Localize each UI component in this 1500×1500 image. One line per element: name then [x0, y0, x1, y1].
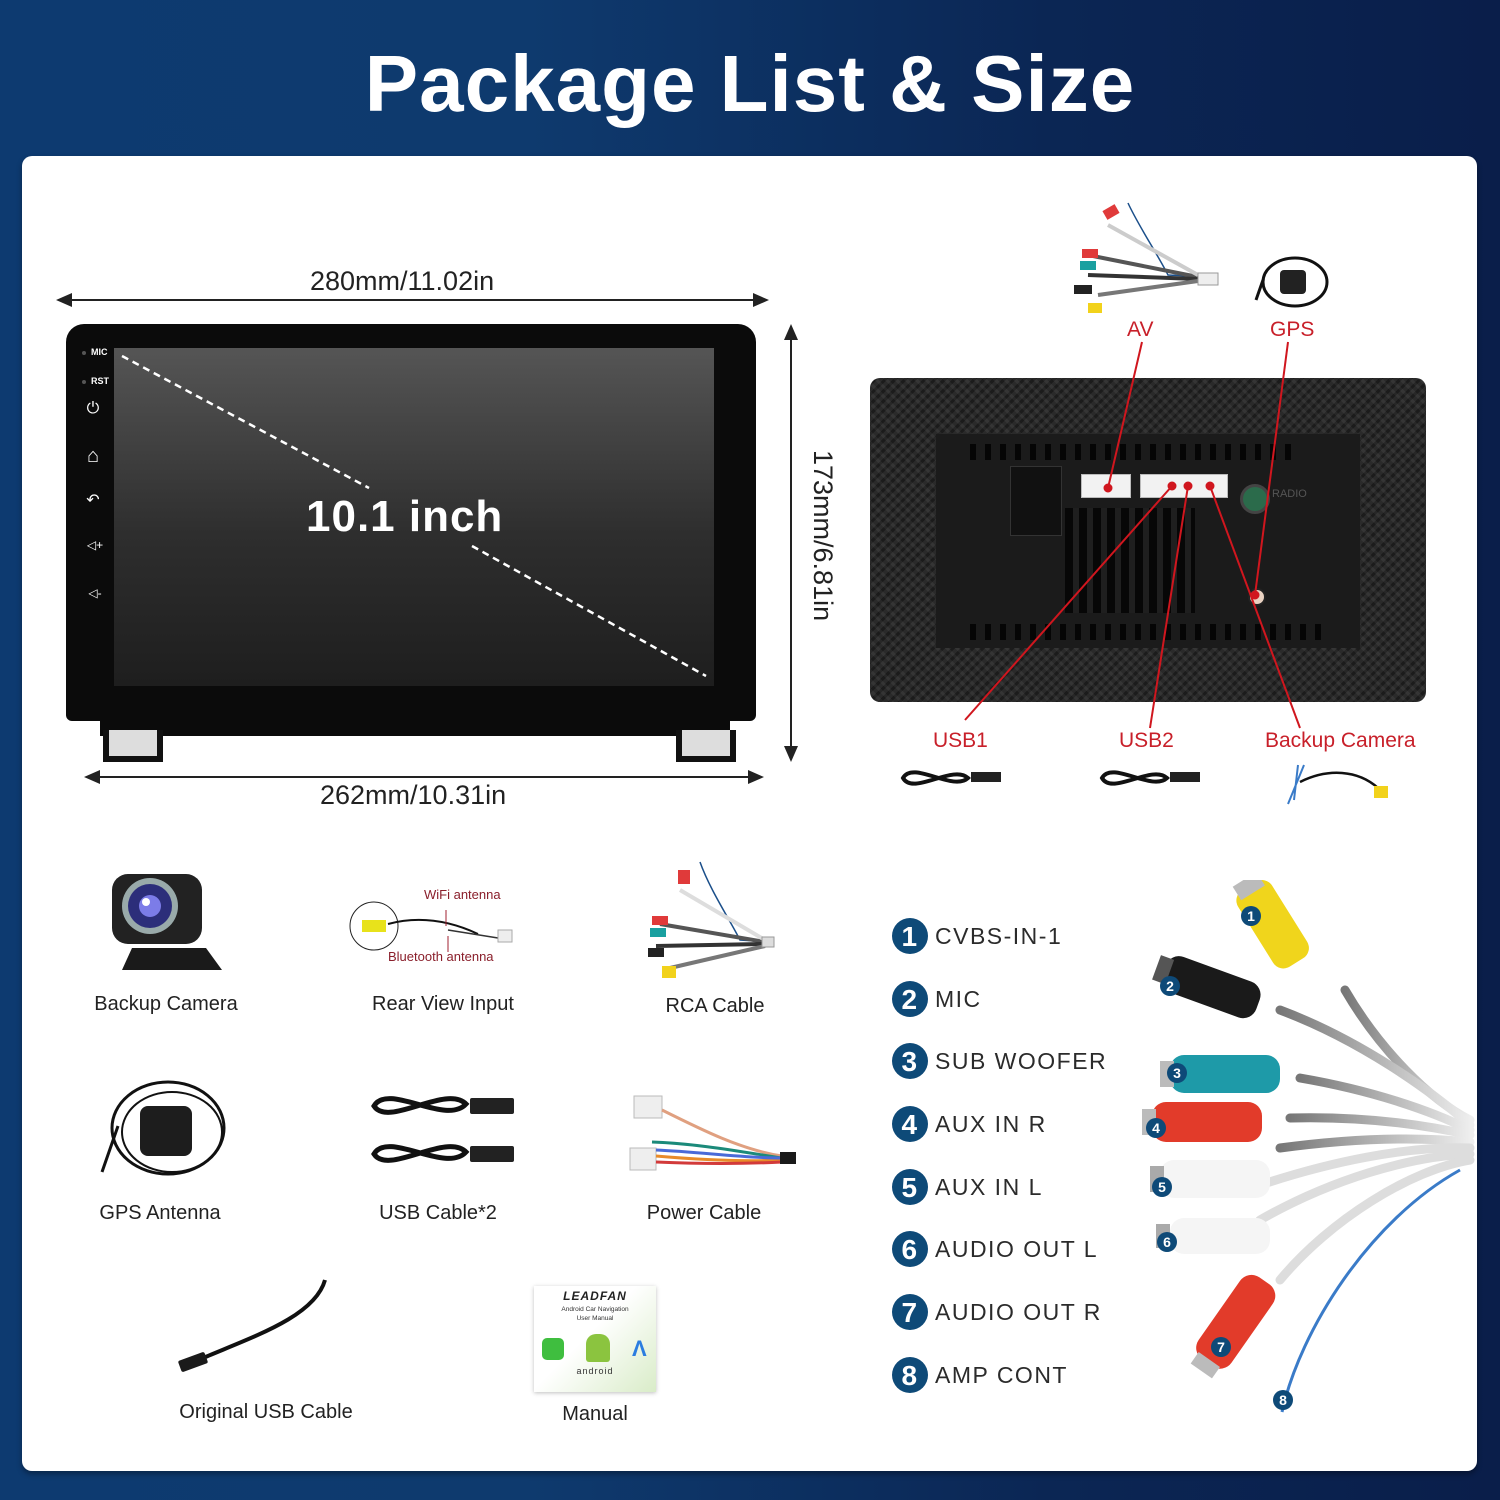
pinout-label: AUDIO OUT R — [935, 1298, 1102, 1325]
pinout-label: AUDIO OUT L — [935, 1235, 1099, 1262]
number-badge: 1 — [892, 918, 928, 954]
number-badge: 6 — [892, 1231, 928, 1267]
android-auto-icon: Λ — [632, 1336, 647, 1361]
pinout-row: 1 CVBS-IN-1 — [892, 918, 1062, 954]
mount-bracket — [100, 718, 730, 736]
top-width-label: 280mm/11.02in — [310, 266, 495, 296]
vent-top — [970, 444, 1300, 460]
usb-cables-image — [371, 1096, 514, 1163]
pinout-row: 3 SUB WOOFER — [892, 1043, 1107, 1079]
item-label: GPS Antenna — [99, 1202, 221, 1224]
item-label: Manual — [562, 1403, 628, 1425]
connector-badge-3: 3 — [1167, 1063, 1187, 1083]
mount-foot-right — [676, 730, 736, 762]
number-badge: 3 — [892, 1043, 928, 1079]
gps-antenna-image — [100, 1080, 226, 1176]
pinout-label: CVBS-IN-1 — [935, 922, 1063, 949]
home-icon[interactable]: ⌂ — [86, 445, 100, 467]
pinout-row: 4 AUX IN R — [892, 1106, 1047, 1142]
connector-badge-6: 6 — [1157, 1232, 1177, 1252]
volume-down-icon[interactable]: ◁- — [88, 586, 102, 600]
android-wordmark: android — [576, 1366, 614, 1376]
head-unit-front: 10.1 inch MIC RST ⏻ ⌂ ↶ ◁+ ◁- — [66, 324, 756, 721]
callout-backup-camera: Backup Camera — [1265, 729, 1416, 752]
item-label: USB Cable*2 — [379, 1202, 497, 1224]
number-badge: 7 — [892, 1294, 928, 1330]
iso-connector — [1010, 466, 1062, 536]
pinout-row: 8 AMP CONT — [892, 1357, 1068, 1393]
number-badge: 8 — [892, 1357, 928, 1393]
bluetooth-antenna-label: Bluetooth antenna — [388, 949, 494, 964]
callout-usb2: USB2 — [1119, 729, 1174, 752]
item-label: Power Cable — [646, 1202, 762, 1224]
mic-hole — [82, 351, 86, 355]
pinout-row: 2 MIC — [892, 981, 982, 1017]
reset-hole[interactable] — [82, 380, 86, 384]
rst-label: RST — [91, 376, 109, 386]
manual-line1: Android Car Navigation — [561, 1306, 629, 1313]
pinout-label: AMP CONT — [935, 1361, 1068, 1388]
mic-label: MIC — [91, 347, 108, 357]
usb2-cable-image — [1099, 770, 1200, 786]
connector-badge-1: 1 — [1241, 906, 1261, 926]
radio-label: RADIO — [1272, 488, 1307, 500]
back-icon[interactable]: ↶ — [86, 492, 100, 509]
connector-badge-5: 5 — [1152, 1177, 1172, 1197]
top-width-arrow — [56, 293, 769, 307]
pinout-row: 7 AUDIO OUT R — [892, 1294, 1102, 1330]
pinout-label: AUX IN L — [935, 1173, 1043, 1200]
manual-brand: LEADFAN — [563, 1289, 627, 1303]
vent-bottom — [970, 624, 1330, 640]
callout-leaders — [964, 341, 1301, 729]
connector-badge-7: 7 — [1211, 1337, 1231, 1357]
carplay-icon — [542, 1338, 564, 1360]
pinout-label: SUB WOOFER — [935, 1047, 1108, 1074]
rca-fan-image — [1142, 880, 1475, 1413]
av-harness-image — [1074, 202, 1219, 313]
pinout-row: 5 AUX IN L — [892, 1169, 1043, 1205]
power-icon[interactable]: ⏻ — [86, 400, 100, 417]
power-cable-image — [629, 1095, 796, 1171]
wifi-antenna-label: WiFi antenna — [424, 887, 501, 902]
connector-badge-2: 2 — [1160, 976, 1180, 996]
pinout-label: AUX IN R — [935, 1110, 1047, 1137]
android-robot-icon — [586, 1334, 610, 1362]
number-badge: 2 — [892, 981, 928, 1017]
item-label: RCA Cable — [665, 995, 765, 1017]
screen-display: 10.1 inch — [114, 348, 714, 686]
mount-foot-left — [103, 730, 163, 762]
av-port — [1081, 474, 1131, 498]
number-badge: 5 — [892, 1169, 928, 1205]
pinout-row: 6 AUDIO OUT L — [892, 1231, 1098, 1267]
callout-gps: GPS — [1270, 318, 1315, 341]
heatsink — [1065, 508, 1195, 613]
pinout-label: MIC — [935, 985, 982, 1012]
height-label: 173mm/6.81in — [808, 450, 838, 622]
callout-usb1: USB1 — [933, 729, 988, 752]
manual-cover: LEADFAN Android Car Navigation User Manu… — [534, 1286, 656, 1392]
rca-cable-image — [648, 861, 775, 978]
manual-line2: User Manual — [576, 1315, 614, 1322]
screen-size-label: 10.1 inch — [306, 492, 504, 541]
volume-up-icon[interactable]: ◁+ — [86, 538, 104, 552]
number-badge: 4 — [892, 1106, 928, 1142]
bottom-width-arrow — [84, 770, 764, 784]
rear-view-input-image — [349, 901, 513, 952]
connector-badge-4: 4 — [1146, 1118, 1166, 1138]
height-arrow — [784, 324, 798, 762]
item-label: Rear View Input — [372, 993, 514, 1015]
item-label: Original USB Cable — [179, 1401, 353, 1423]
connector-badge-8: 8 — [1273, 1390, 1293, 1410]
camera-cable-image — [1287, 764, 1388, 805]
item-label: Backup Camera — [94, 993, 238, 1015]
backup-camera-image — [112, 874, 222, 970]
callout-av: AV — [1127, 318, 1154, 341]
page-title: Package List & Size — [364, 39, 1136, 128]
bottom-width-label: 262mm/10.31in — [320, 780, 507, 810]
diagonal-line — [121, 354, 707, 678]
usb1-cable-image — [900, 770, 1001, 786]
rear-panel: RADIO — [870, 378, 1426, 702]
original-usb-cable-image — [178, 1279, 327, 1372]
gps-antenna-image — [1254, 256, 1329, 308]
